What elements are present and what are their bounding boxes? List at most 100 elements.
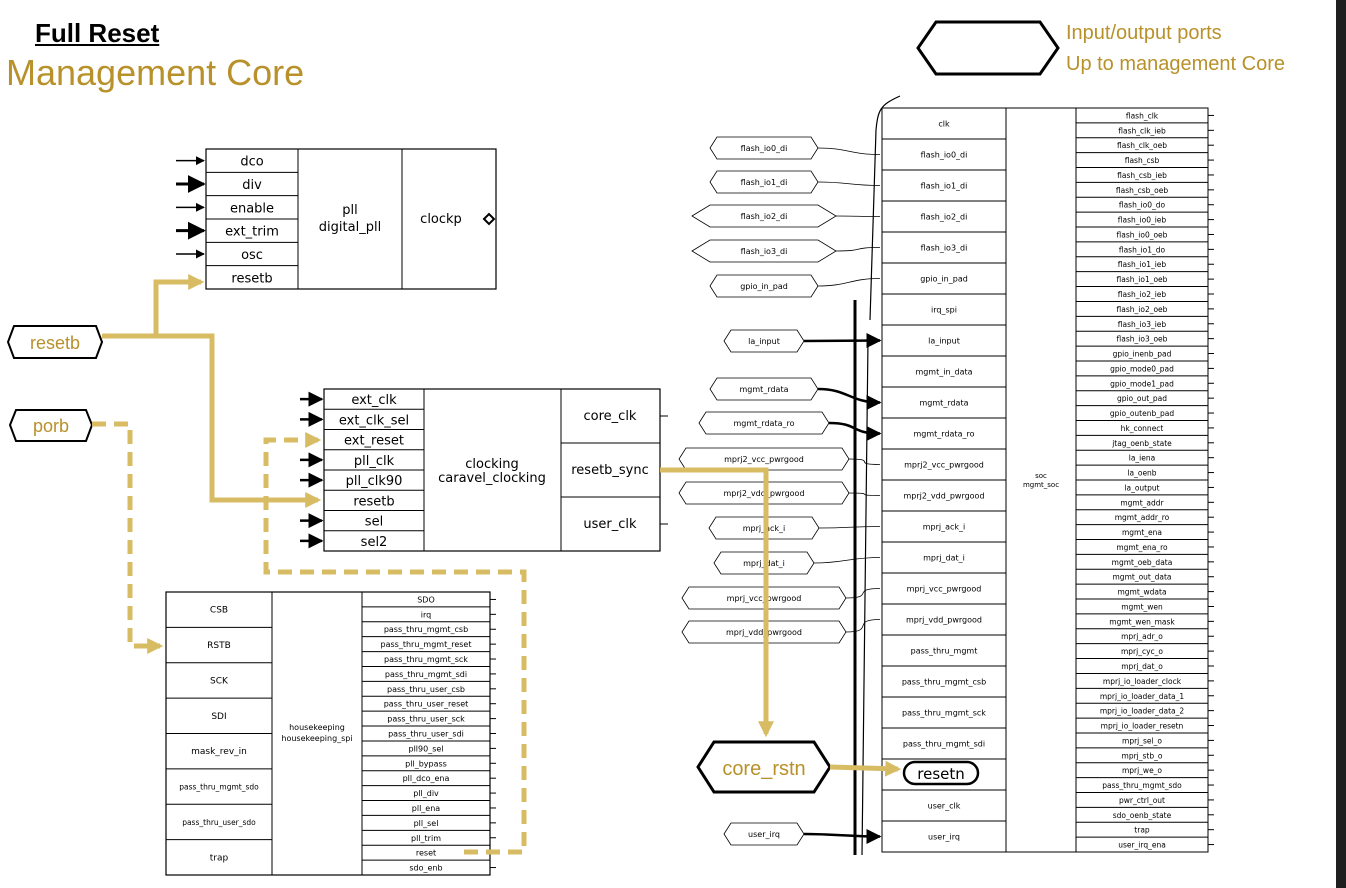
soc-input-pass-thru-mgmt-csb: pass_thru_mgmt_csb	[902, 678, 986, 687]
soc-input-clk: clk	[938, 120, 950, 129]
soc-output-mprj-cyc-o: mprj_cyc_o	[1121, 647, 1163, 656]
soc-resetn-port	[902, 760, 980, 786]
soc-ext-port-mgmt-rdata	[709, 377, 819, 401]
core-rstn-to-soc-wire	[829, 760, 902, 777]
soc-ext-port-user-irq	[723, 822, 805, 846]
soc-output-mprj-io-loader-clock: mprj_io_loader_clock	[1103, 677, 1182, 686]
housekeeping-input-csb: CSB	[210, 606, 228, 616]
soc-ext-port-label-flash-io0-di: flash_io0_di	[741, 144, 788, 153]
clocking-input-resetb: resetb	[353, 494, 394, 509]
hk-reset-to-clocking-wire	[263, 431, 527, 855]
soc-ext-port-label-gpio-in-pad: gpio_in_pad	[740, 282, 788, 291]
resetb-sync-to-core-rstn-wire	[660, 467, 775, 738]
soc-output-flash-io0-ieb: flash_io0_ieb	[1118, 216, 1167, 225]
soc-output-gpio-outenb-pad: gpio_outenb_pad	[1110, 409, 1174, 418]
soc-input-mprj-vdd-pwrgood: mprj_vdd_pwrgood	[906, 616, 982, 625]
soc-ext-port-flash-io2-di	[691, 204, 837, 228]
soc-module: mgmt_soc	[1023, 481, 1059, 489]
clocking-input-pll-clk90: pll_clk90	[346, 474, 403, 489]
soc-output-flash-io0-oeb: flash_io0_oeb	[1117, 230, 1168, 239]
soc-block: clkflash_io0_diflash_io1_diflash_io2_dif…	[881, 107, 1214, 853]
clocking-input-ext-clk: ext_clk	[351, 393, 397, 408]
legend-line-1: Input/output ports	[1066, 22, 1222, 44]
soc-output-flash-io1-oeb: flash_io1_oeb	[1117, 275, 1168, 284]
soc-ext-port-label-flash-io2-di: flash_io2_di	[741, 212, 788, 221]
soc-ext-wire-flash-io0-di	[817, 147, 881, 155]
soc-output-mgmt-wen-mask: mgmt_wen_mask	[1109, 617, 1175, 626]
housekeeping-input-mask-rev-in: mask_rev_in	[191, 747, 247, 757]
soc-output-flash-clk-ieb: flash_clk_ieb	[1118, 126, 1166, 135]
soc-ext-wire-mprj2-vcc-pwrgood	[848, 458, 881, 465]
soc-input-mprj-vcc-pwrgood: mprj_vcc_pwrgood	[907, 585, 982, 594]
soc-output-trap: trap	[1134, 826, 1150, 835]
clocking-output-user-clk: user_clk	[583, 517, 637, 532]
soc-output-mprj-adr-o: mprj_adr_o	[1121, 632, 1163, 641]
housekeeping-output-pass-thru-user-reset: pass_thru_user_reset	[384, 700, 469, 709]
soc-output-gpio-out-pad: gpio_out_pad	[1117, 394, 1167, 403]
soc-ext-port-label-la-input: la_input	[748, 337, 780, 346]
housekeeping-input-pass-thru-user-sdo: pass_thru_user_sdo	[182, 818, 256, 827]
clocking-output-resetb-sync: resetb_sync	[571, 463, 649, 478]
soc-input-mprj-ack-i: mprj_ack_i	[923, 523, 966, 532]
soc-output-mgmt-addr: mgmt_addr	[1120, 498, 1164, 507]
soc-output-mprj-dat-o: mprj_dat_o	[1121, 662, 1163, 671]
port-porb-label: porb	[33, 416, 69, 436]
pll-output-clockp: clockp	[420, 212, 462, 227]
soc-output-flash-clk-oeb: flash_clk_oeb	[1117, 141, 1167, 150]
soc-input-mprj2-vdd-pwrgood: mprj2_vdd_pwrgood	[903, 492, 984, 501]
housekeeping-output-pass-thru-user-sck: pass_thru_user_sck	[387, 715, 465, 724]
soc-output-mprj-stb-o: mprj_stb_o	[1122, 751, 1163, 760]
port-core-rstn-label: core_rstn	[722, 758, 805, 780]
housekeeping-output-pass-thru-user-csb: pass_thru_user_csb	[387, 685, 465, 694]
housekeeping-block: CSBRSTBSCKSDImask_rev_inpass_thru_mgmt_s…	[165, 591, 496, 876]
housekeeping-output-pass-thru-mgmt-csb: pass_thru_mgmt_csb	[384, 625, 468, 634]
pll-module: digital_pll	[319, 220, 381, 235]
housekeeping-output-pass-thru-mgmt-sck: pass_thru_mgmt_sck	[384, 655, 468, 664]
pll-input-dco: dco	[240, 155, 263, 170]
soc-input-pass-thru-mgmt-sck: pass_thru_mgmt_sck	[902, 709, 986, 718]
housekeeping-output-pll-sel: pll_sel	[414, 819, 439, 828]
housekeeping-input-trap: trap	[210, 853, 229, 863]
soc-output-mgmt-wen: mgmt_wen	[1121, 602, 1163, 611]
clocking-input-pll-clk: pll_clk	[354, 454, 395, 469]
clocking-output-core-clk: core_clk	[584, 409, 637, 424]
soc-output-mprj-sel-o: mprj_sel_o	[1122, 736, 1162, 745]
soc-ext-wire-gpio-in-pad	[817, 278, 881, 287]
soc-ext-wire-mprj-dat-i	[813, 557, 881, 564]
soc-output-gpio-mode1-pad: gpio_mode1_pad	[1110, 379, 1174, 388]
housekeeping-output-sdo: SDO	[417, 595, 435, 604]
port-resetb: resetb	[6, 325, 104, 359]
page-title: Full Reset	[35, 18, 160, 48]
clocking-block: ext_clkext_clk_selext_resetpll_clkpll_cl…	[323, 388, 661, 552]
soc-ext-port-label-flash-io1-di: flash_io1_di	[741, 178, 788, 187]
soc-ext-port-label-mprj2-vcc-pwrgood: mprj2_vcc_pwrgood	[724, 455, 804, 464]
soc-output-mgmt-addr-ro: mgmt_addr_ro	[1115, 513, 1170, 522]
soc-ext-wire-mprj-vcc-pwrgood	[845, 588, 881, 599]
soc-input-user-clk: user_clk	[928, 802, 961, 811]
soc-output-flash-io2-ieb: flash_io2_ieb	[1118, 290, 1167, 299]
clocking-name: clocking	[465, 457, 519, 472]
soc-output-flash-clk: flash_clk	[1126, 111, 1159, 120]
soc-input-mgmt-rdata-ro: mgmt_rdata_ro	[914, 430, 975, 439]
soc-output-mgmt-oeb-data: mgmt_oeb_data	[1112, 558, 1173, 567]
soc-output-mprj-io-loader-data-2: mprj_io_loader_data_2	[1100, 707, 1185, 716]
housekeeping-output-irq: irq	[421, 610, 431, 619]
soc-ext-wire-mgmt-rdata-ro	[828, 421, 882, 441]
soc-ext-port-flash-io0-di	[709, 136, 819, 160]
soc-input-pass-thru-mgmt: pass_thru_mgmt	[911, 647, 978, 656]
soc-ext-port-mgmt-rdata-ro	[698, 411, 830, 435]
soc-ext-port-label-user-irq: user_irq	[748, 830, 780, 839]
clocking-input-ext-clk-sel: ext_clk_sel	[339, 413, 409, 428]
housekeeping-output-pass-thru-mgmt-sdi: pass_thru_mgmt_sdi	[385, 670, 467, 679]
soc-output-mgmt-wdata: mgmt_wdata	[1117, 588, 1166, 597]
soc-ext-port-label-mgmt-rdata: mgmt_rdata	[740, 385, 789, 394]
soc-output-gpio-inenb-pad: gpio_inenb_pad	[1113, 350, 1172, 359]
housekeeping-output-sdo-enb: sdo_enb	[409, 864, 442, 873]
clocking-module: caravel_clocking	[438, 471, 546, 486]
resetb-to-clocking-wire	[156, 333, 322, 509]
soc-name: soc	[1035, 472, 1047, 480]
legend-line-2: Up to management Core	[1066, 53, 1286, 75]
soc-output-sdo-oenb-state: sdo_oenb_state	[1113, 811, 1172, 820]
soc-ext-wire-mgmt-rdata	[817, 387, 882, 410]
